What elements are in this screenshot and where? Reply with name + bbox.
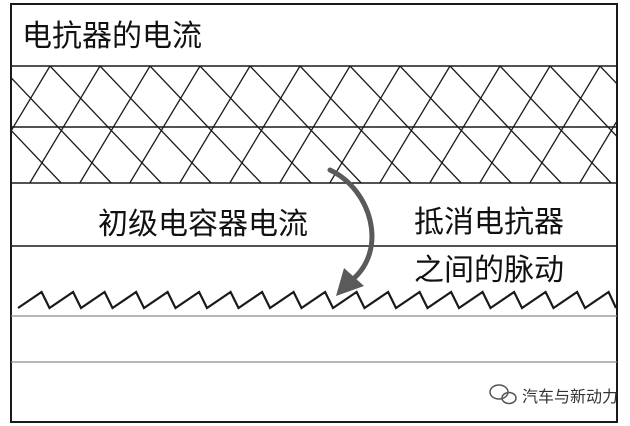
hatch-line-a — [399, 66, 512, 183]
reactor-current-label: 电抗器的电流 — [22, 19, 202, 54]
hatch-line-a — [299, 66, 412, 183]
reactor-current-hatching — [0, 66, 616, 183]
hatch-line-b — [12, 66, 51, 131]
diagram-frame — [10, 3, 618, 423]
hatch-line-a — [249, 66, 362, 183]
cancel-arrow — [327, 167, 375, 283]
hatch-line-a — [199, 66, 312, 183]
cancel-ripple-label-line1: 抵消电抗器 — [414, 205, 564, 240]
cancel-ripple-label-line2: 之间的脉动 — [414, 253, 564, 288]
hatch-line-a — [499, 66, 612, 183]
hatch-line-b — [29, 66, 101, 183]
hatch-line-b — [79, 66, 151, 183]
hatch-line-b — [379, 66, 451, 183]
watermark-text: 汽车与新动力 — [522, 387, 618, 406]
capacitor-ripple-waveform — [17, 290, 617, 310]
hatch-line-a — [99, 66, 212, 183]
hatch-line-b — [429, 66, 501, 183]
arrow-head-icon — [336, 268, 364, 296]
hatch-line-a — [349, 66, 462, 183]
hatch-line-b — [179, 66, 251, 183]
hatch-line-b — [579, 121, 616, 183]
hatch-line-a — [12, 77, 112, 183]
hatch-line-b — [129, 66, 201, 183]
hatch-line-a — [449, 66, 562, 183]
hatch-line-a — [49, 66, 162, 183]
hatch-line-b — [329, 66, 401, 183]
hatch-line-b — [529, 66, 601, 183]
wechat-icon — [489, 384, 517, 405]
watermark: 汽车与新动力 — [489, 384, 618, 406]
hatch-line-a — [149, 66, 262, 183]
hatch-line-a — [12, 130, 62, 183]
hatch-line-a — [0, 66, 11, 183]
hatch-line-b — [279, 66, 351, 183]
hatch-line-a — [549, 66, 616, 137]
hatch-line-b — [229, 66, 301, 183]
hatch-line-b — [479, 66, 551, 183]
primary-capacitor-current-label: 初级电容器电流 — [98, 207, 308, 242]
